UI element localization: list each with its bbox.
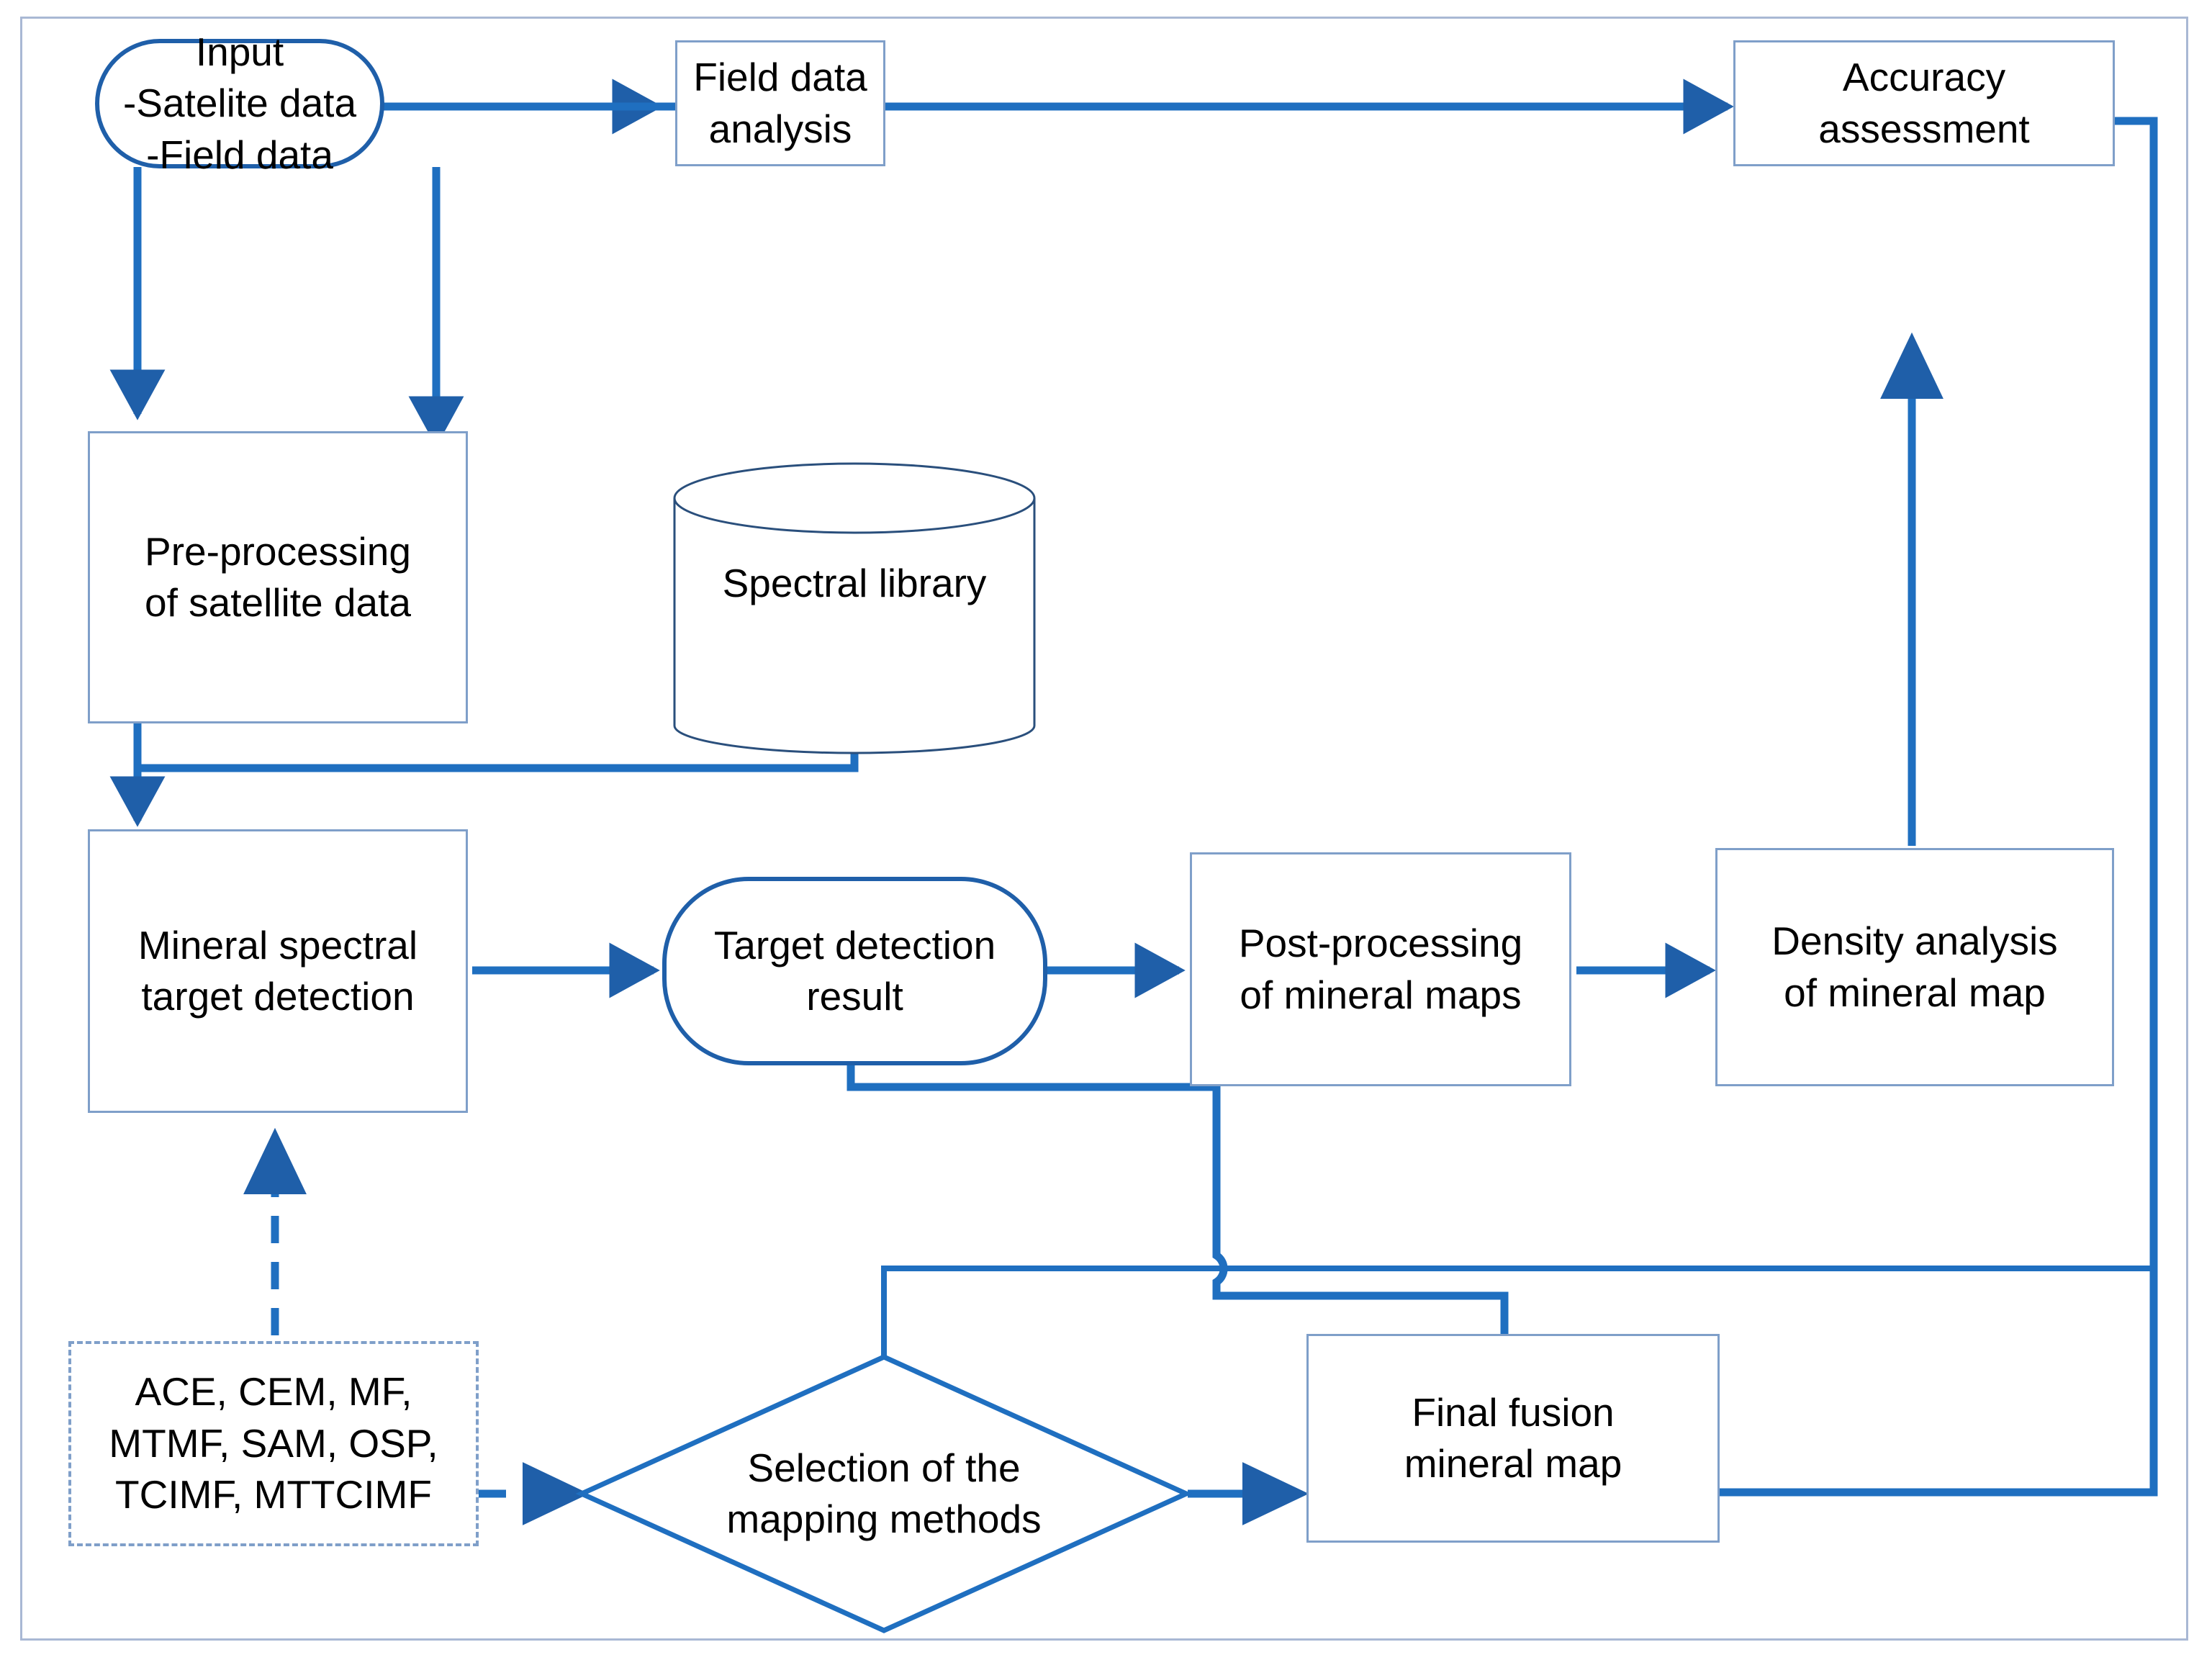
mineral-target-detection-label: Mineral spectral target detection bbox=[137, 922, 418, 1019]
accuracy-assessment-node[interactable]: Accuracy assessment bbox=[1733, 40, 2115, 166]
target-detection-result-node[interactable]: Target detection result bbox=[662, 877, 1047, 1065]
mapping-methods-list-node[interactable]: ACE, CEM, MF, MTMF, SAM, OSP, TCIMF, MTT… bbox=[68, 1341, 479, 1546]
accuracy-assessment-label: Accuracy assessment bbox=[1818, 55, 2030, 151]
selection-of-the-mapping-methods-label: Selection of the mapping methods bbox=[726, 1445, 1042, 1542]
selection-of-the-mapping-methods-shape[interactable] bbox=[575, 1354, 1193, 1633]
field-data-analysis-label: Field data analysis bbox=[693, 55, 867, 151]
density-analysis-node[interactable]: Density analysis of mineral map bbox=[1715, 848, 2114, 1086]
pre-processing-node[interactable]: Pre-processing of satellite data bbox=[88, 431, 468, 723]
pre-processing-label: Pre-processing of satellite data bbox=[145, 528, 411, 626]
spectral-library-label: Spectral library bbox=[722, 561, 987, 605]
edge-target-detection-result-to-final-fusion-map bbox=[847, 1035, 1536, 1417]
edge-final-fusion-map-to-accuracy-assessment bbox=[1719, 89, 2158, 1497]
final-fusion-mineral-map-node[interactable]: Final fusion mineral map bbox=[1306, 1334, 1720, 1543]
mapping-methods-list-label: ACE, CEM, MF, MTMF, SAM, OSP, TCIMF, MTT… bbox=[109, 1369, 438, 1517]
final-fusion-mineral-map-label: Final fusion mineral map bbox=[1404, 1389, 1622, 1487]
mineral-target-detection-node[interactable]: Mineral spectral target detection bbox=[88, 829, 468, 1113]
target-detection-result-label: Target detection result bbox=[713, 922, 996, 1019]
post-processing-label: Post-processing of mineral maps bbox=[1238, 921, 1523, 1017]
post-processing-node[interactable]: Post-processing of mineral maps bbox=[1190, 852, 1571, 1086]
density-analysis-label: Density analysis of mineral map bbox=[1771, 919, 2058, 1015]
field-data-analysis-node[interactable]: Field data analysis bbox=[675, 40, 885, 166]
input-node[interactable]: Input -Satelite data -Field data bbox=[95, 30, 384, 177]
input-node-label: Input -Satelite data -Field data bbox=[122, 29, 357, 177]
spectral-library-shape[interactable] bbox=[673, 462, 1036, 754]
edge-feedback-bus bbox=[881, 1266, 2154, 1357]
spectral-library-node[interactable]: Spectral library bbox=[674, 547, 1034, 619]
selection-of-the-mapping-methods-node[interactable]: Selection of the mapping methods bbox=[675, 1422, 1093, 1566]
